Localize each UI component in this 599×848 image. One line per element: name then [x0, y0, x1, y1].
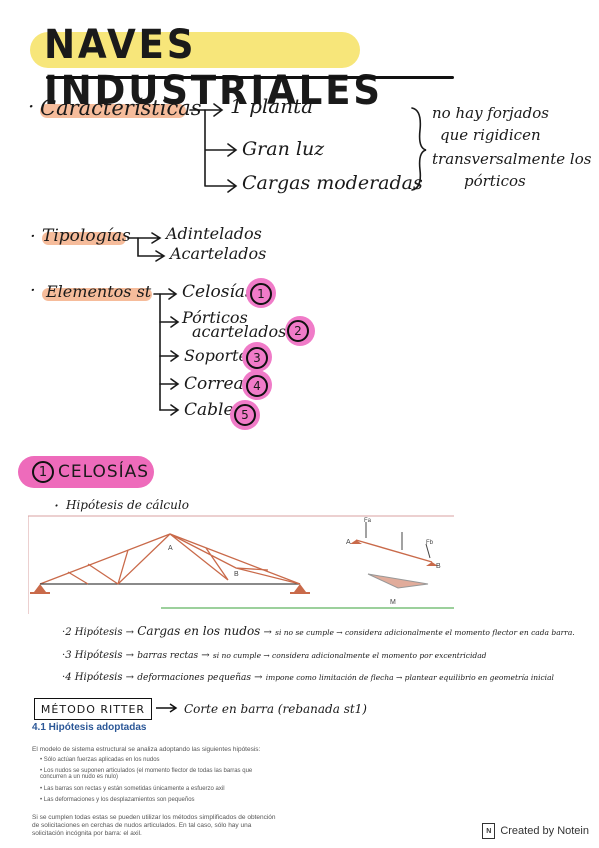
hipotesis-line: ·4 Hipótesis → deformaciones pequeñas → …	[62, 672, 554, 683]
notein-logo-icon: N	[482, 823, 496, 839]
caracteristica-item: Gran luz	[242, 138, 325, 160]
ritter-text: Corte en barra (rebanada st1)	[184, 702, 367, 716]
bullet-dot: ·	[28, 94, 35, 118]
force-arrow	[425, 543, 431, 559]
caracteristica-item: Cargas moderadas	[242, 172, 423, 194]
title-underline	[46, 76, 454, 79]
note-line: pórticos	[464, 172, 526, 190]
elementos-label: Elementos st	[46, 282, 152, 301]
force-label-fa: Fa	[364, 518, 372, 524]
doc-bullet: • Sólo actúan fuerzas aplicadas en los n…	[40, 757, 160, 763]
moment-label: M	[390, 599, 396, 606]
footer-text: Created by Notein	[500, 825, 589, 837]
tipologias-highlight	[42, 232, 126, 245]
elemento-item: Pórticos	[182, 308, 248, 327]
bullet-dot: ·	[54, 496, 60, 515]
page-title: NAVES INDUSTRIALES	[30, 14, 454, 114]
support-left	[34, 584, 46, 592]
detail-support	[426, 562, 438, 566]
doc-bullet: • Las barras son rectas y están sometida…	[40, 786, 225, 792]
section-label: CELOSÍAS	[58, 462, 150, 482]
doc-intro: El modelo de sistema estructural se anal…	[32, 746, 261, 753]
elemento-item: Cables	[184, 400, 243, 420]
elemento-item: Soportes	[184, 346, 257, 365]
caracteristicas-label: Características	[40, 96, 202, 120]
tipologia-item: Adintelados	[166, 224, 262, 243]
note-line: no hay forjados	[432, 104, 549, 122]
tipologia-item: Acartelados	[170, 244, 267, 263]
caracteristica-item: 1 planta	[230, 94, 314, 118]
moment-diagram	[367, 573, 429, 589]
title-text: NAVES INDUSTRIALES	[44, 22, 383, 114]
doc-outro: Si se cumplen todas estas se pueden util…	[32, 814, 276, 821]
note-line: transversalmente los	[432, 150, 592, 168]
footer-watermark: N Created by Notein	[482, 823, 589, 839]
metodo-ritter-box: MÉTODO RITTER	[34, 698, 152, 720]
hipotesis-line: ·2 Hipótesis → Cargas en los nudos → si …	[62, 624, 575, 638]
doc-outro: solicitación incógnita por barra: el axi…	[32, 830, 142, 837]
title-highlight	[30, 32, 360, 68]
elementos-highlight	[42, 288, 152, 301]
hipotesis-label: Hipótesis de cálculo	[66, 498, 189, 512]
section-number: 1	[32, 461, 54, 483]
number-circle: 5	[234, 404, 256, 426]
doc-outro: de solicitaciones en cerchas de nudos ar…	[32, 822, 252, 829]
tipologias-label: Tipologías	[42, 226, 131, 246]
doc-bullet: • Las deformaciones y los desplazamiento…	[40, 797, 195, 803]
elemento-item: Correas	[184, 374, 253, 394]
caracteristicas-highlight	[40, 104, 186, 118]
force-label-fb: Fb	[426, 540, 434, 546]
hipotesis-line: ·3 Hipótesis → barras rectas → si no cum…	[62, 650, 487, 661]
elemento-item: acartelados	[192, 322, 287, 341]
detail-bar	[355, 539, 433, 563]
section-celosias: 1 CELOSÍAS	[18, 456, 154, 488]
arrow-icon	[156, 703, 178, 713]
detail-support	[350, 540, 362, 544]
support-right	[294, 584, 306, 592]
truss-top-chord	[39, 533, 301, 585]
bullet-dot: ·	[30, 280, 36, 301]
truss-diagram: A B A B Fa Fb M	[28, 515, 454, 614]
doc-title: 4.1 Hipótesis adoptadas	[32, 722, 147, 733]
detail-label-a: A	[346, 539, 351, 546]
node-label-a: A	[168, 545, 173, 552]
number-circle: 1	[250, 283, 272, 305]
detail-label-b: B	[436, 563, 441, 570]
note-line: que rigidicen	[440, 126, 541, 144]
number-circle: 4	[246, 375, 268, 397]
bullet-dot: ·	[30, 226, 36, 247]
doc-bullet: • Los nudos se suponen articulados (el m…	[40, 768, 253, 780]
support-base	[290, 592, 310, 594]
support-base	[30, 592, 50, 594]
elemento-item: Celosías	[182, 282, 254, 302]
number-circle: 2	[287, 320, 309, 342]
node-label-b: B	[234, 571, 239, 578]
number-circle: 3	[246, 347, 268, 369]
